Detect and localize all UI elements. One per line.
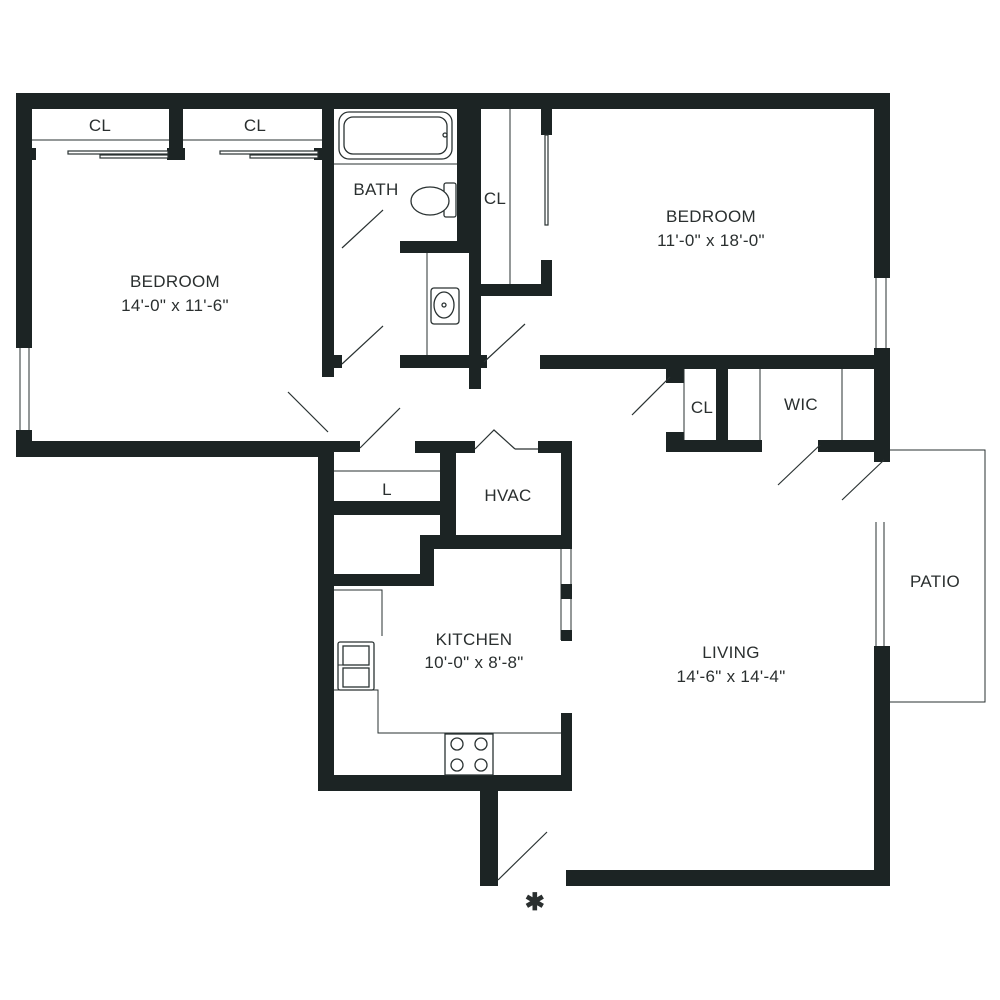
kitchen-dims: 10'-0" x 8'-8": [424, 653, 523, 672]
closet-2-label: CL: [244, 116, 266, 135]
patio-outline: [875, 449, 986, 703]
bathtub: [338, 111, 453, 160]
bedroom-left-name: BEDROOM: [130, 272, 220, 291]
bedroom-right-dims: 11'-0" x 18'-0": [657, 231, 765, 250]
hvac-label: HVAC: [484, 486, 531, 505]
stove: [444, 733, 494, 776]
closet-4-label: CL: [691, 398, 713, 417]
walls: [16, 93, 890, 886]
laundry-label: L: [382, 480, 392, 499]
kitchen-sink: [337, 641, 375, 691]
bedroom-right-name: BEDROOM: [666, 207, 756, 226]
living-name: LIVING: [702, 643, 760, 662]
living-dims: 14'-6" x 14'-4": [676, 667, 785, 686]
kitchen-name: KITCHEN: [436, 630, 513, 649]
entry-marker-icon: ✱: [525, 889, 545, 916]
room-labels: CL CL BATH CL BEDROOM 14'-0" x 11'-6" BE…: [89, 116, 960, 916]
patio-label: PATIO: [910, 572, 960, 591]
closet-3-label: CL: [484, 189, 506, 208]
bath-sink: [430, 287, 460, 325]
bedroom-left-dims: 14'-0" x 11'-6": [121, 296, 229, 315]
closet-1-label: CL: [89, 116, 111, 135]
interior-lines: [32, 109, 843, 734]
bath-label: BATH: [353, 180, 398, 199]
toilet: [410, 182, 457, 218]
wic-label: WIC: [784, 395, 818, 414]
doors: [67, 134, 885, 881]
